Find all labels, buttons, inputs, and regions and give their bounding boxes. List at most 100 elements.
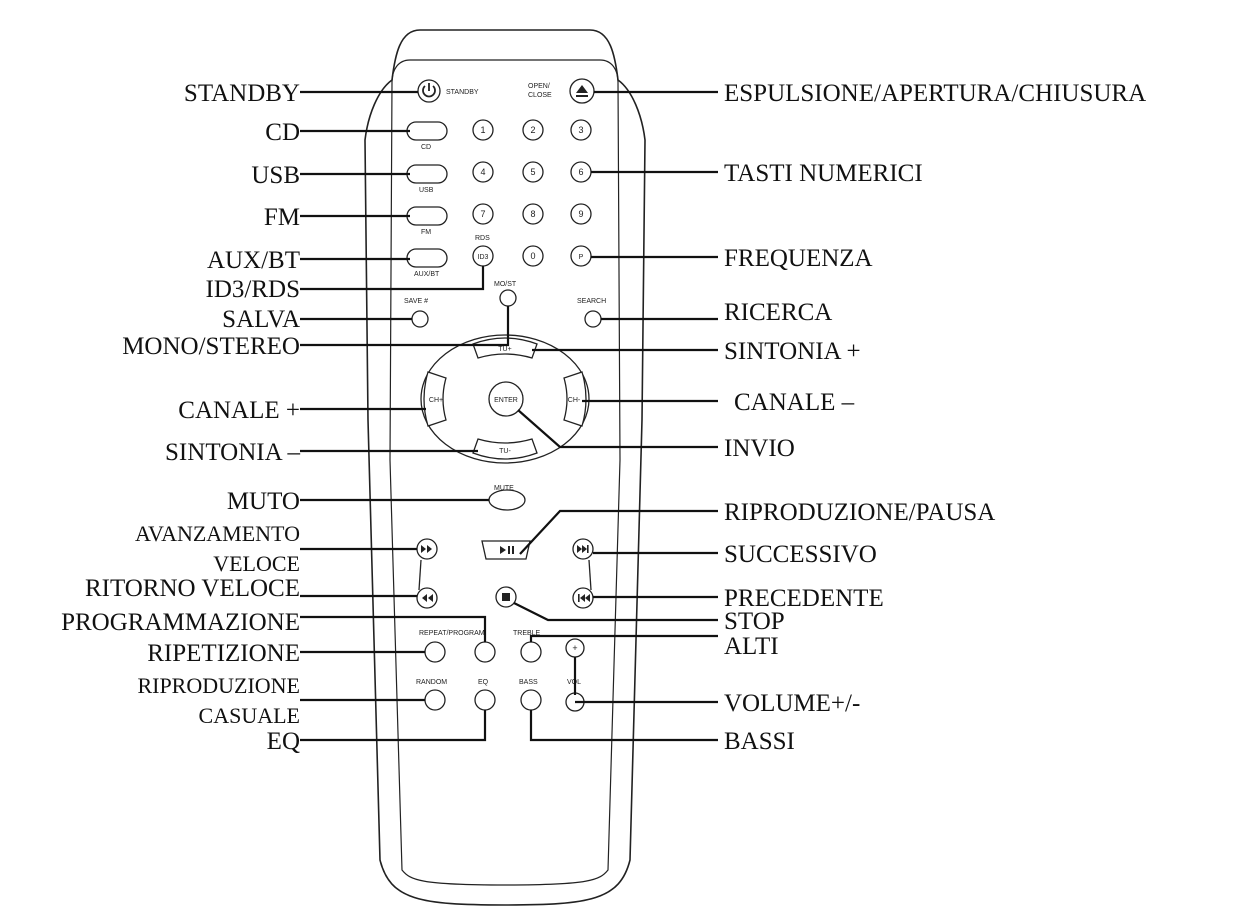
remote-body	[364, 29, 646, 906]
label-frequenza: FREQUENZA	[724, 245, 873, 272]
play-pause-icon	[500, 546, 514, 554]
eq-key-text: EQ	[478, 679, 489, 686]
repeat-program-text: REPEAT/PROGRAM	[419, 630, 485, 637]
eq-button[interactable]	[474, 689, 496, 711]
random-button[interactable]	[424, 689, 446, 711]
digit-0-button[interactable]	[522, 245, 544, 267]
next-prev-rocker-line	[588, 559, 592, 591]
label-muto: MUTO	[227, 488, 300, 515]
treble-button[interactable]	[520, 641, 542, 663]
digit-9-text: 9	[578, 209, 583, 219]
digit-3-button[interactable]	[570, 119, 592, 141]
label-ritorno-veloce: RITORNO VELOCE	[85, 575, 300, 602]
random-text: RANDOM	[416, 679, 447, 686]
cd-text: CD	[421, 144, 431, 151]
mono-stereo-button[interactable]	[499, 289, 517, 307]
tu-down-button[interactable]	[472, 438, 538, 460]
leader-riproduzione-pausa	[519, 509, 718, 555]
save-button[interactable]	[411, 310, 429, 328]
right-callouts: ESPULSIONE/APERTURA/CHIUSURA TASTI NUMER…	[724, 80, 1146, 755]
label-sintonia-minus: SINTONIA –	[165, 439, 300, 466]
ch-plus-button[interactable]	[423, 371, 447, 427]
label-canale-minus: CANALE –	[734, 389, 855, 416]
digit-2-text: 2	[530, 125, 535, 135]
aux-bt-text: AUX/BT	[414, 271, 440, 278]
leader-id3-rds	[300, 266, 485, 291]
open-close-text-1: OPEN/	[528, 83, 550, 90]
fm-button[interactable]	[406, 206, 448, 226]
label-casuale-1: RIPRODUZIONE	[137, 673, 300, 698]
remote-outline	[364, 29, 646, 906]
label-sintonia-plus: SINTONIA +	[724, 338, 861, 365]
label-successivo: SUCCESSIVO	[724, 541, 877, 568]
id3-text: ID3	[478, 254, 489, 261]
mute-text: MUTE	[494, 485, 514, 492]
label-aux-bt: AUX/BT	[207, 247, 300, 274]
leader-lines	[300, 90, 718, 742]
stop-icon	[502, 593, 510, 601]
label-mono-stereo: MONO/STEREO	[122, 333, 300, 360]
digit-9-button[interactable]	[570, 203, 592, 225]
label-cd: CD	[265, 119, 300, 146]
mo-st-text: MO/ST	[494, 281, 517, 288]
bass-button[interactable]	[520, 689, 542, 711]
digit-6-text: 6	[578, 167, 583, 177]
leader-mono-stereo	[300, 306, 510, 347]
label-espulsione: ESPULSIONE/APERTURA/CHIUSURA	[724, 80, 1146, 107]
rds-text: RDS	[475, 235, 490, 242]
leader-eq	[300, 710, 487, 742]
label-stop: STOP	[724, 608, 785, 635]
leader-alti	[529, 634, 718, 642]
label-alti: ALTI	[724, 633, 779, 660]
ch-left-text: CH+	[429, 397, 443, 404]
remote-inner-outline	[389, 59, 621, 886]
ff-rw-rocker-line	[418, 559, 422, 591]
mute-button[interactable]	[488, 489, 526, 511]
digit-7-text: 7	[480, 209, 485, 219]
label-precedente: PRECEDENTE	[724, 585, 884, 612]
aux-bt-button[interactable]	[406, 248, 448, 268]
label-salva: SALVA	[222, 306, 300, 333]
label-volume: VOLUME+/-	[724, 690, 860, 717]
leader-invio	[517, 409, 718, 449]
label-riproduzione-pausa: RIPRODUZIONE/PAUSA	[724, 499, 995, 526]
digit-0-text: 0	[530, 251, 535, 261]
digit-1-button[interactable]	[472, 119, 494, 141]
tu-down-text: TU-	[499, 448, 511, 455]
digit-3-text: 3	[578, 125, 583, 135]
digit-2-button[interactable]	[522, 119, 544, 141]
label-casuale-2: CASUALE	[199, 703, 300, 728]
label-tasti-numerici: TASTI NUMERICI	[724, 160, 923, 187]
digit-8-text: 8	[530, 209, 535, 219]
digit-7-button[interactable]	[472, 203, 494, 225]
fm-text: FM	[421, 229, 431, 236]
search-text: SEARCH	[577, 298, 606, 305]
digit-4-button[interactable]	[472, 161, 494, 183]
open-close-text-2: CLOSE	[528, 92, 552, 99]
treble-text: TREBLE	[513, 630, 541, 637]
label-avanzamento-2: VELOCE	[213, 551, 300, 576]
leader-bassi	[529, 710, 718, 742]
usb-button[interactable]	[406, 164, 448, 184]
power-icon	[422, 83, 436, 98]
label-eq: EQ	[267, 728, 300, 755]
repeat-button[interactable]	[424, 641, 446, 663]
p-text: P	[579, 254, 584, 261]
ch-minus-button[interactable]	[563, 371, 587, 427]
digit-8-button[interactable]	[522, 203, 544, 225]
digit-5-button[interactable]	[522, 161, 544, 183]
cd-button[interactable]	[406, 121, 448, 141]
label-bassi: BASSI	[724, 728, 795, 755]
tu-up-text: TU+	[498, 346, 511, 353]
label-ripetizione: RIPETIZIONE	[147, 640, 300, 667]
plus-text: +	[572, 643, 577, 653]
left-callouts: STANDBY CD USB FM AUX/BT ID3/RDS SALVA M…	[61, 80, 300, 755]
leader-programmazione	[300, 615, 487, 642]
digit-1-text: 1	[480, 125, 485, 135]
program-button[interactable]	[474, 641, 496, 663]
label-fm: FM	[264, 204, 300, 231]
label-id3-rds: ID3/RDS	[206, 276, 300, 303]
enter-button[interactable]	[488, 381, 524, 417]
search-button[interactable]	[584, 310, 602, 328]
usb-text: USB	[419, 187, 434, 194]
